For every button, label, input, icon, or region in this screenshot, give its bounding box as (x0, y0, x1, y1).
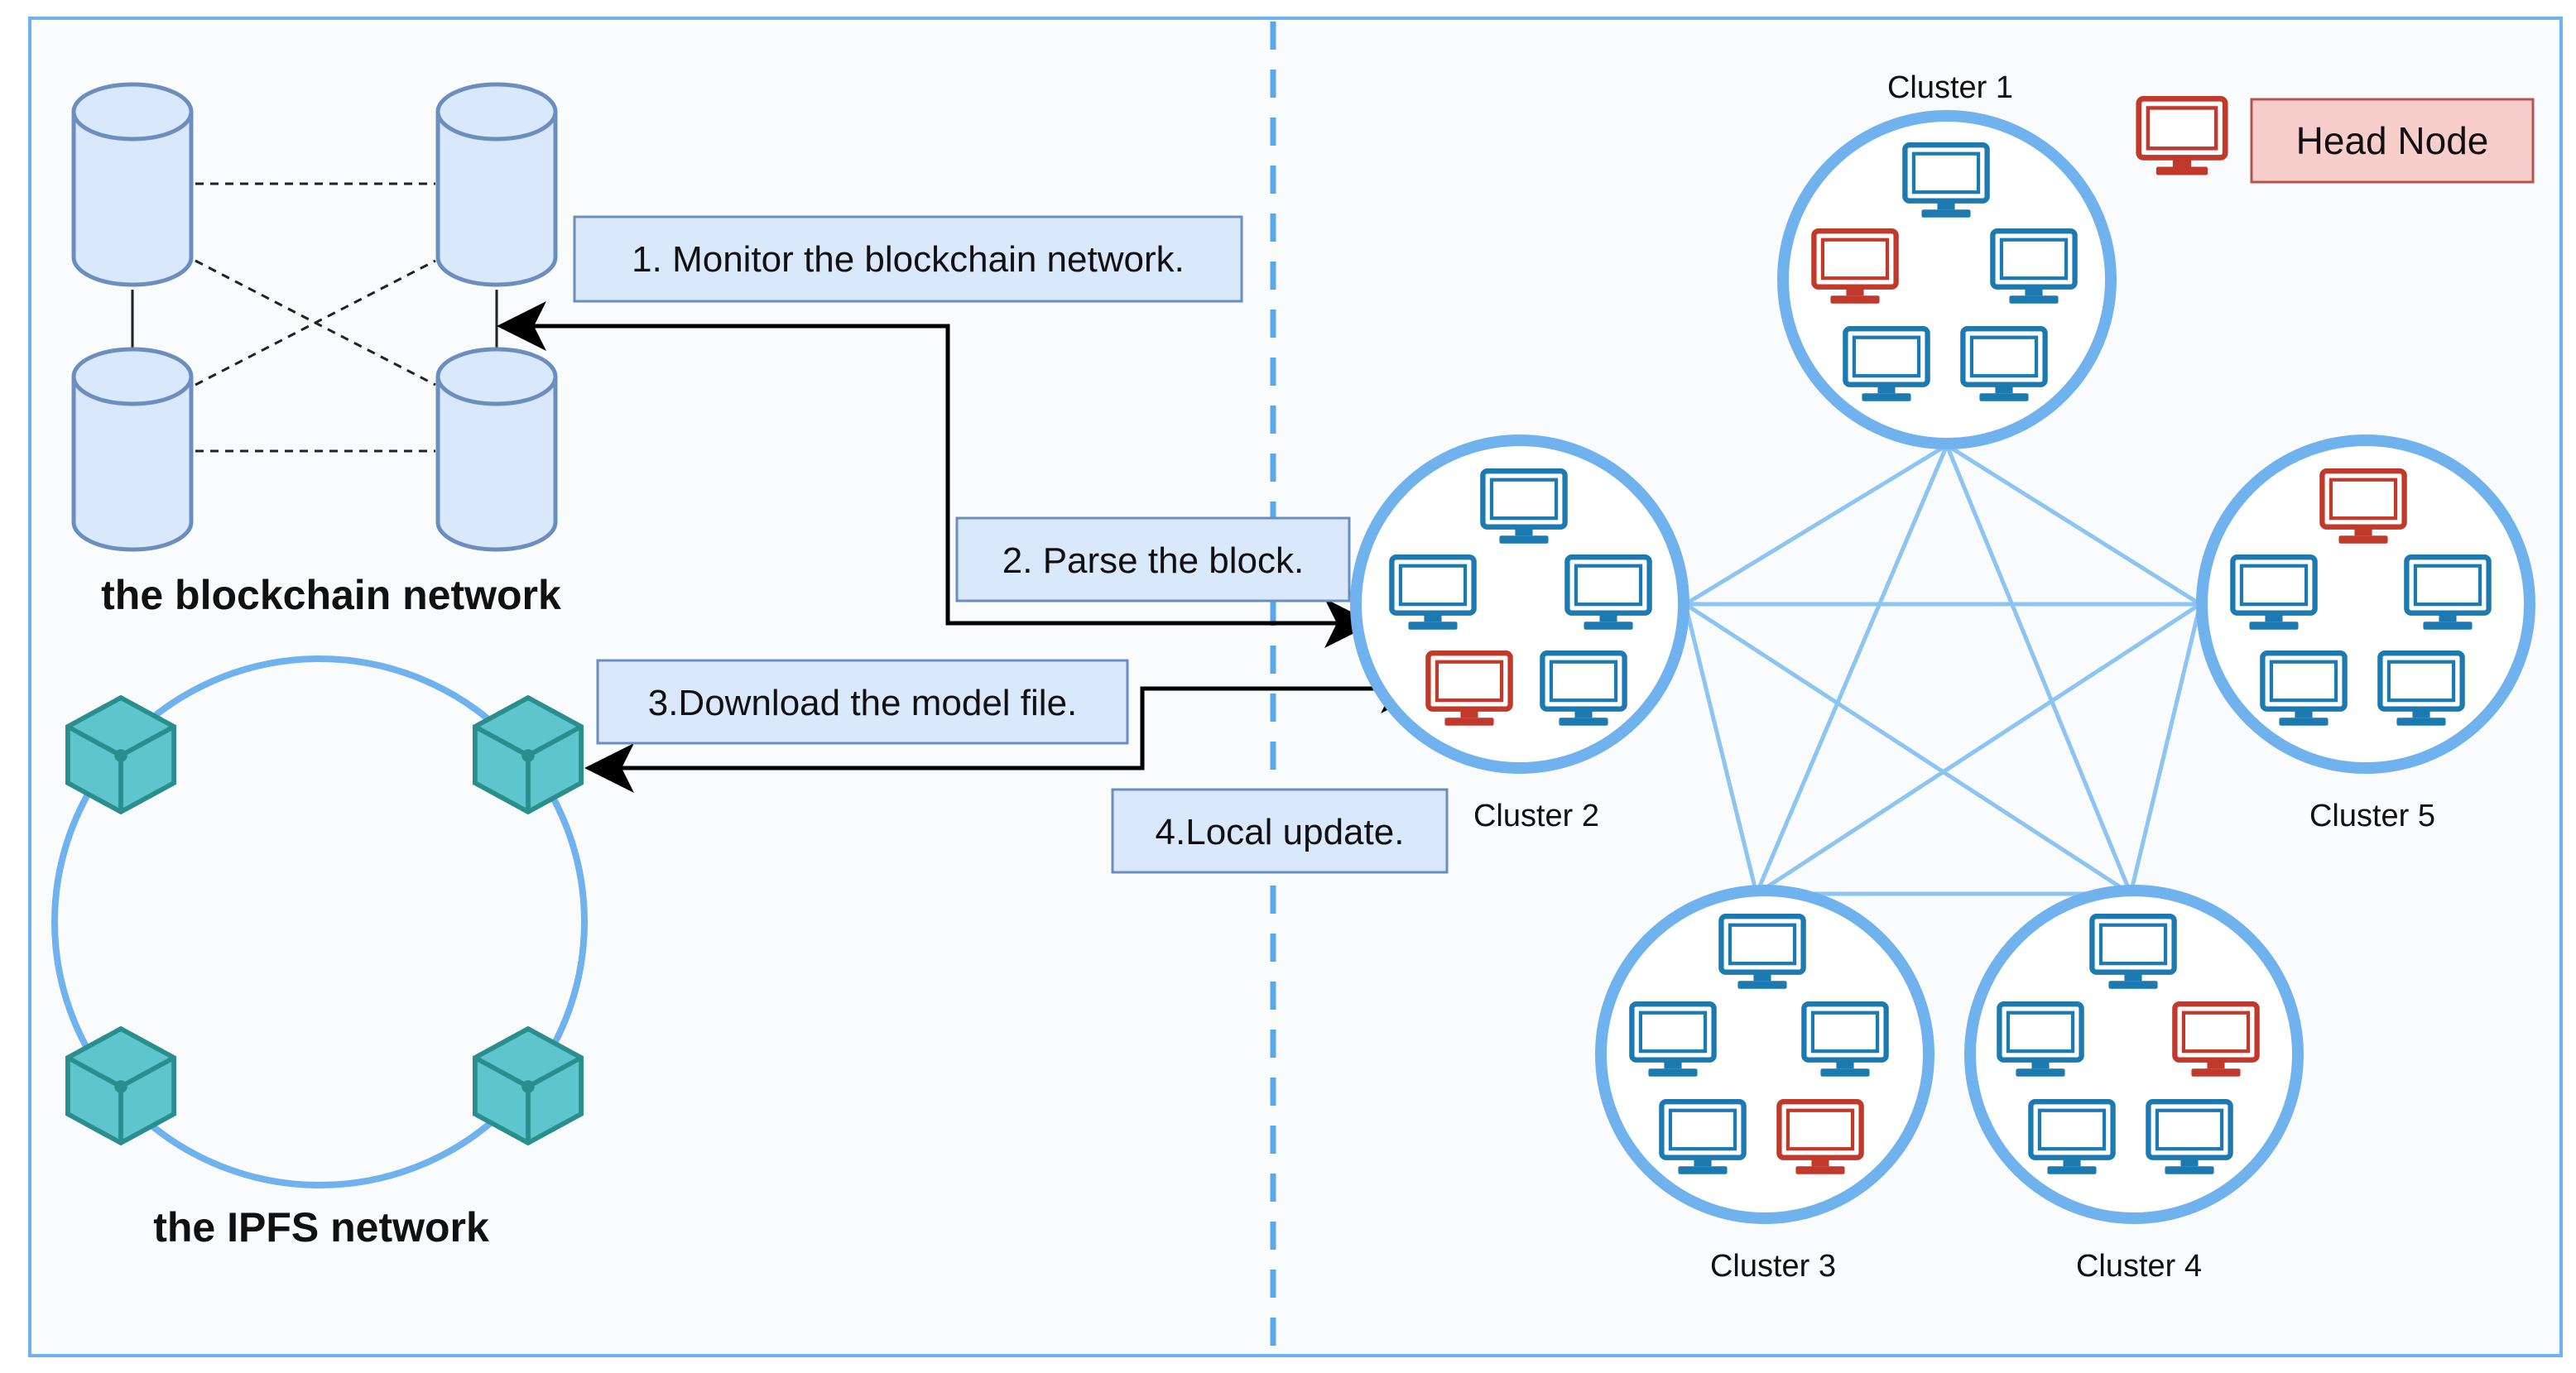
cluster-5: Cluster 5 (2196, 434, 2535, 833)
step-1-text: 1. Monitor the blockchain network. (632, 239, 1185, 280)
step-4-text: 4.Local update. (1156, 812, 1405, 852)
database-cylinder-icon (74, 349, 191, 550)
cluster-4: Cluster 4 (1964, 885, 2304, 1284)
step-box: 1. Monitor the blockchain network. (573, 215, 1243, 303)
cluster-3: Cluster 3 (1595, 885, 1934, 1284)
cluster-1: Cluster 1 (1777, 70, 2117, 449)
database-cylinder-icon (438, 84, 555, 285)
ipfs-network-label: the IPFS network (153, 1204, 489, 1251)
cluster-2-label: Cluster 2 (1473, 799, 1599, 833)
legend-box (2250, 98, 2535, 184)
cluster-3-label: Cluster 3 (1710, 1249, 1836, 1284)
cluster-mesh (1683, 443, 2203, 896)
step-3-text: 3.Download the model file. (648, 683, 1078, 723)
step-box: 4.Local update. (1111, 788, 1449, 874)
step-box: 2. Parse the block. (955, 516, 1351, 602)
legend: Head Node (2139, 98, 2535, 184)
database-cylinder-icon (74, 84, 191, 285)
cluster-2: Cluster 2 (1350, 434, 1689, 833)
blockchain-network-label: the blockchain network (101, 572, 561, 618)
step-box: 3.Download the model file. (596, 659, 1129, 745)
step-2-text: 2. Parse the block. (1002, 540, 1304, 581)
cluster-1-label: Cluster 1 (1887, 70, 2013, 105)
cluster-5-label: Cluster 5 (2309, 799, 2435, 833)
head-node-legend-label: Head Node (2296, 119, 2489, 162)
ipfs-network: the IPFS network (51, 655, 588, 1251)
database-cylinder-icon (438, 349, 555, 550)
blockchain-network: the blockchain network (74, 84, 561, 618)
cluster-4-label: Cluster 4 (2076, 1249, 2202, 1284)
ipfs-ring (51, 655, 588, 1188)
